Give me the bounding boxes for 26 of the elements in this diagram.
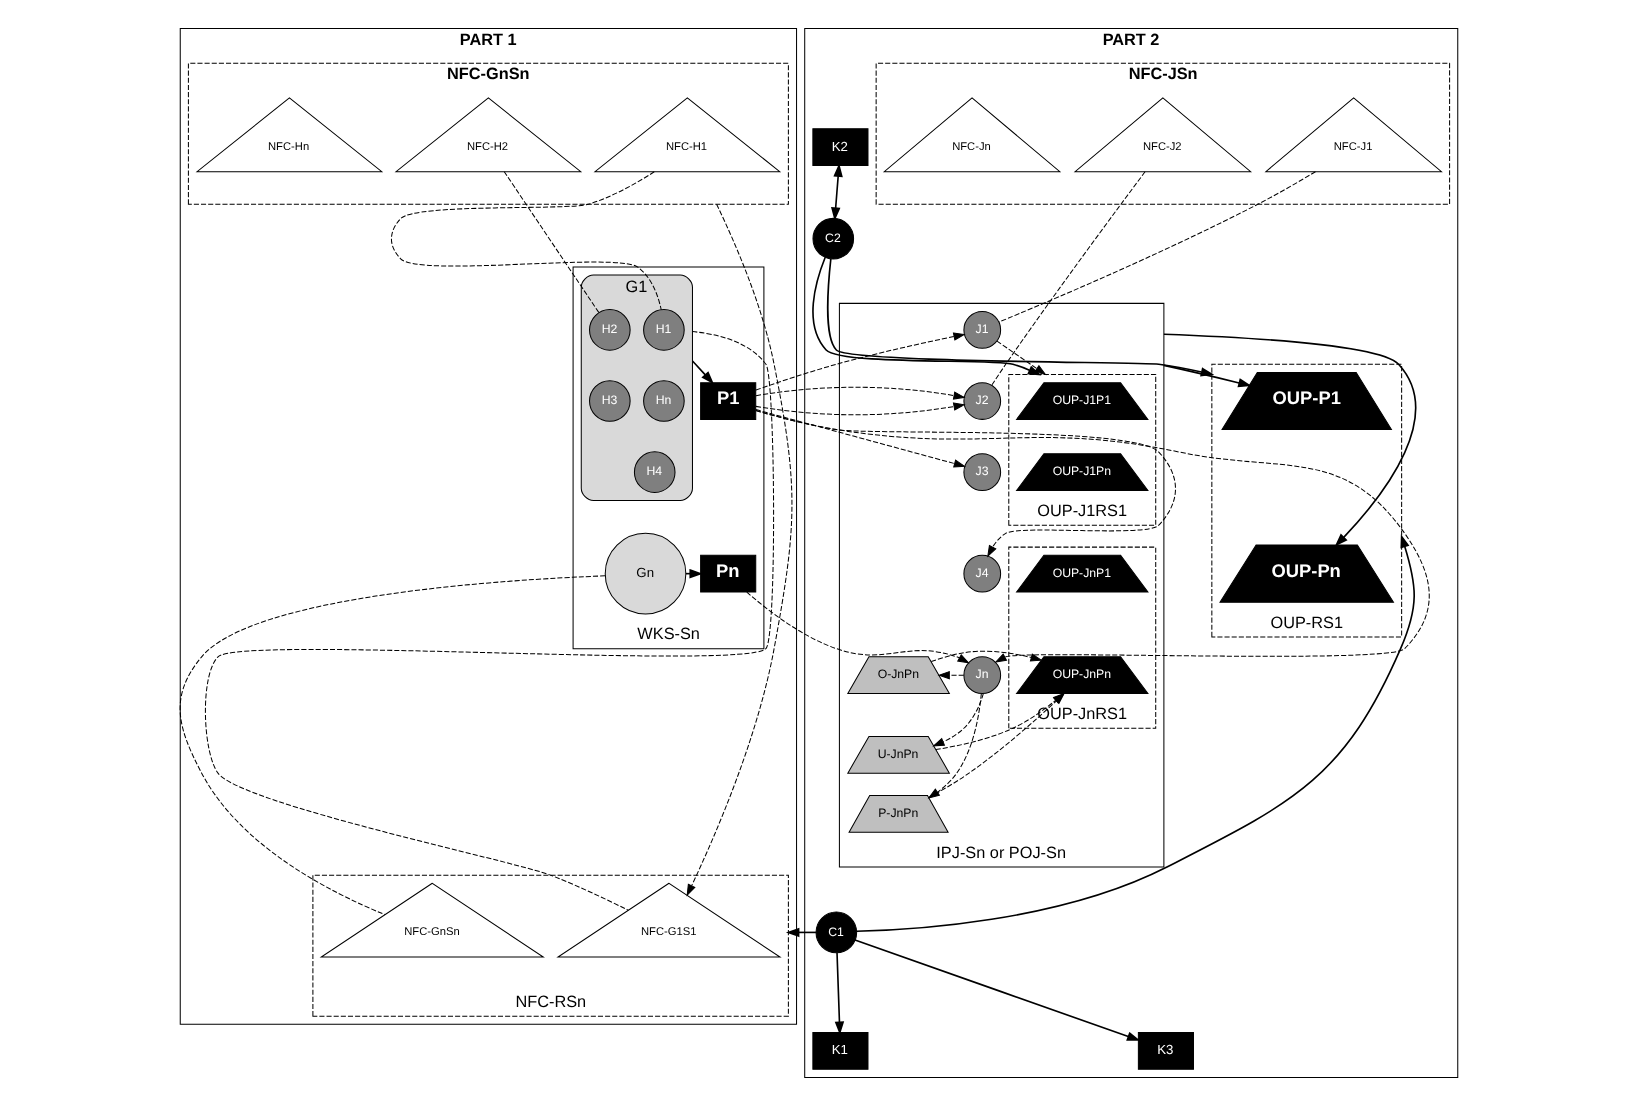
arrow (854, 939, 1141, 1041)
connector (503, 171, 600, 314)
arrow (1163, 333, 1417, 547)
arrow (746, 591, 970, 664)
arrow (812, 256, 1042, 376)
arrow (855, 534, 1415, 933)
arrow (755, 409, 967, 468)
connector (179, 575, 606, 916)
connector (204, 331, 775, 911)
arrow (831, 163, 843, 221)
connector (390, 171, 662, 311)
arrow (755, 410, 1176, 558)
arrow (937, 670, 965, 680)
node-box: P1 (700, 382, 757, 420)
arrow (755, 410, 1430, 663)
connector (991, 171, 1146, 386)
arrow (834, 951, 845, 1035)
arrow (755, 386, 966, 416)
arrow (932, 693, 984, 747)
connector (998, 171, 1316, 323)
arrow (996, 340, 1047, 376)
node-box: Pn (700, 554, 757, 593)
arrow (755, 332, 966, 391)
arrow (691, 360, 714, 385)
arrow (927, 693, 982, 799)
arrow (930, 650, 1043, 663)
